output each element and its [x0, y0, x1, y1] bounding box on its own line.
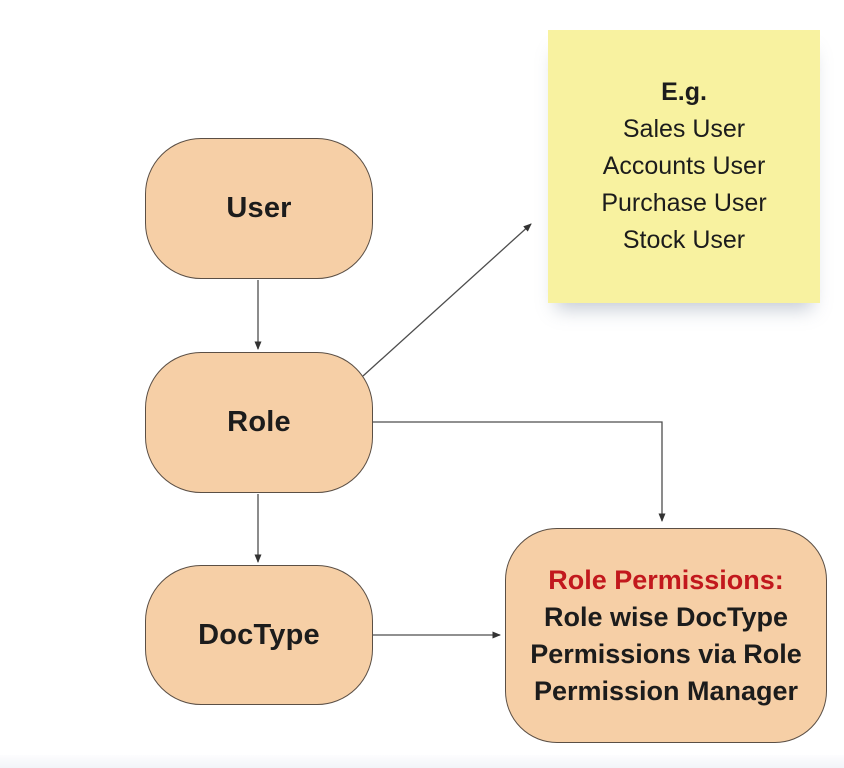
note-item: Purchase User [601, 189, 767, 217]
examples-sticky-note: E.g. Sales User Accounts User Purchase U… [548, 30, 820, 303]
role-permissions-line: Role wise DocType [543, 601, 789, 632]
connector-role-to-role-permissions [373, 421, 666, 522]
note-item: Sales User [622, 115, 746, 143]
node-role-permissions: Role Permissions: Role wise DocType Perm… [505, 528, 827, 743]
role-permissions-line: Permissions via Role [530, 638, 802, 669]
note-item: Accounts User [602, 152, 766, 180]
role-permissions-title: Role Permissions: [548, 564, 784, 595]
note-item: Stock User [622, 226, 746, 254]
node-user-label: User [226, 192, 292, 224]
note-heading: E.g. [661, 78, 707, 106]
bottom-strip [0, 755, 844, 768]
node-doctype: DocType [145, 565, 373, 705]
role-permissions-line: Permission Manager [533, 675, 799, 706]
node-user: User [145, 138, 373, 279]
node-doctype-label: DocType [198, 618, 320, 651]
node-role: Role [145, 352, 373, 493]
arrow-role-to-note [362, 223, 532, 377]
node-role-label: Role [227, 406, 291, 438]
